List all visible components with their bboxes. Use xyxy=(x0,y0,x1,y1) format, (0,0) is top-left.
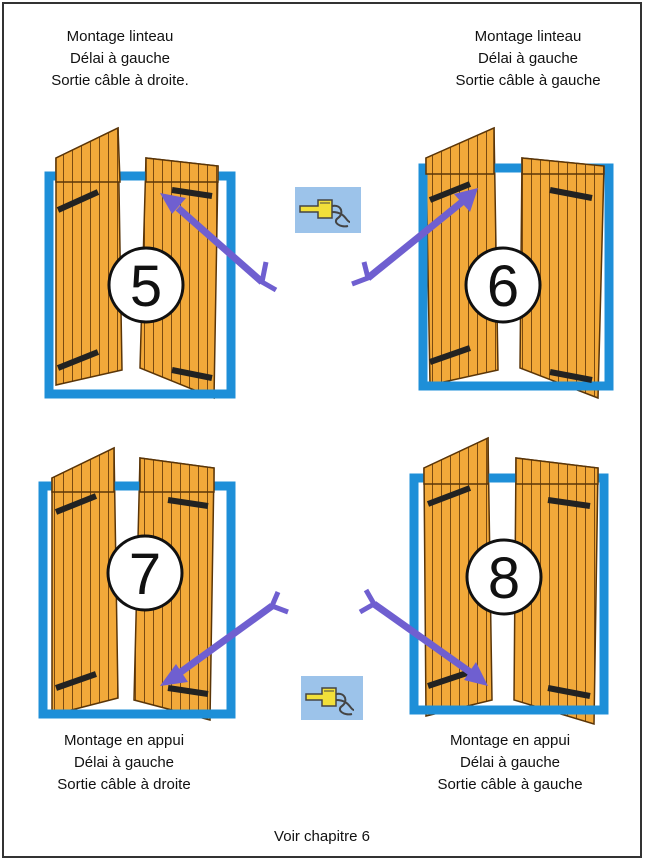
shutter-diagram-5: 5 xyxy=(49,128,276,398)
caption-line: Montage linteau xyxy=(0,26,240,48)
diagram-number-5: 5 xyxy=(130,254,162,319)
caption-line: Sortie câble à droite xyxy=(4,774,244,796)
caption-line: Délai à gauche xyxy=(0,48,240,70)
caption-line: Sortie câble à droite. xyxy=(0,70,240,92)
shutter-diagram-7: 7 xyxy=(43,448,288,720)
caption-diagram-8: Montage en appui Délai à gauche Sortie c… xyxy=(390,730,630,796)
caption-line: Montage linteau xyxy=(408,26,648,48)
diagram-number-7: 7 xyxy=(129,542,161,607)
caption-line: Sortie câble à gauche xyxy=(408,70,648,92)
diagram-number-6: 6 xyxy=(487,254,519,319)
shutter-diagram-6: 6 xyxy=(352,128,609,398)
caption-diagram-7: Montage en appui Délai à gauche Sortie c… xyxy=(4,730,244,796)
caption-line: Montage en appui xyxy=(390,730,630,752)
caption-diagram-5: Montage linteau Délai à gauche Sortie câ… xyxy=(0,26,240,92)
diagram-number-8: 8 xyxy=(488,546,520,611)
caption-line: Délai à gauche xyxy=(4,752,244,774)
shutter-diagram-8: 8 xyxy=(360,438,604,724)
caption-line: Sortie câble à gauche xyxy=(390,774,630,796)
caption-line: Délai à gauche xyxy=(390,752,630,774)
caption-line: Délai à gauche xyxy=(408,48,648,70)
power-plug-icon xyxy=(295,187,361,233)
footer-note: Voir chapitre 6 xyxy=(0,828,644,845)
caption-line: Montage en appui xyxy=(4,730,244,752)
caption-diagram-6: Montage linteau Délai à gauche Sortie câ… xyxy=(408,26,648,92)
power-plug-icon xyxy=(301,676,363,720)
